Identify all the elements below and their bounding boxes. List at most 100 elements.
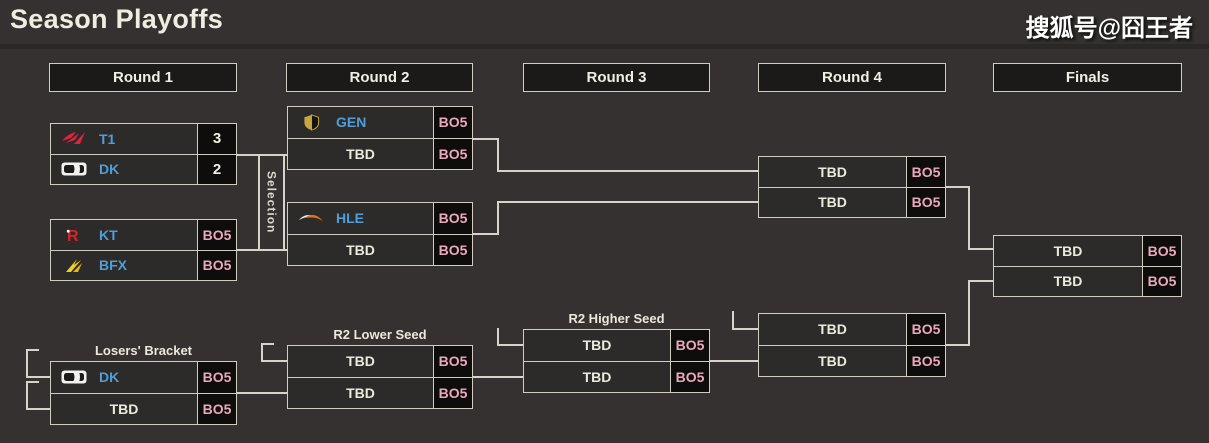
bracket-slot-tbd[interactable]: TBD BO5 [759, 157, 945, 187]
team-name: TBD [346, 353, 375, 370]
match-finals: TBD BO5 TBD BO5 [993, 235, 1182, 297]
score-cell: BO5 [433, 234, 472, 265]
bracket-slot-tbd[interactable]: TBD BO5 [524, 360, 709, 392]
bracket-connector [26, 381, 28, 410]
bracket-connector [732, 328, 758, 330]
r2-lower-seed-label: R2 Lower Seed [333, 327, 427, 342]
match-lb-r3-higher-seed: TBD BO5 TBD BO5 [523, 329, 710, 393]
bracket-connector [26, 349, 39, 351]
bracket-connector [473, 376, 523, 378]
team-name: TBD [582, 337, 612, 354]
bracket-slot-tbd[interactable]: TBD BO5 [994, 265, 1181, 296]
team-name: TBD [109, 400, 139, 417]
bracket-slot-tbd[interactable]: TBD BO5 [288, 346, 472, 377]
bracket-connector [26, 408, 50, 410]
score-cell: BO5 [906, 314, 945, 345]
round-2-header: Round 2 [286, 63, 473, 92]
bracket-connector [968, 248, 993, 250]
r2-higher-seed-label: R2 Higher Seed [568, 311, 665, 326]
bracket-connector [473, 138, 499, 140]
bracket-slot-dk[interactable]: DK BO5 [51, 362, 236, 393]
bracket-connector [968, 186, 970, 250]
selection-label: Selection [264, 171, 279, 234]
bracket-slot-tbd[interactable]: TBD BO5 [51, 392, 236, 424]
bracket-connector [26, 376, 50, 378]
bracket-slot-tbd[interactable]: TBD BO5 [994, 236, 1181, 266]
selection-box: Selection [258, 154, 285, 251]
bracket-connector [237, 392, 287, 394]
watermark-text: 搜狐号@囧王者 [1025, 15, 1193, 42]
score-cell: BO5 [197, 393, 236, 424]
finals-header: Finals [993, 63, 1182, 92]
bracket-connector [261, 360, 287, 362]
score-cell: BO5 [906, 157, 945, 187]
bracket-slot-tbd[interactable]: TBD BO5 [524, 330, 709, 361]
bracket-connector [497, 138, 499, 172]
bracket-connector [497, 170, 758, 172]
bracket-slot-tbd[interactable]: TBD BO5 [288, 376, 472, 408]
team-name: TBD [818, 163, 847, 180]
bracket-slot-hle[interactable]: HLE BO5 [288, 203, 472, 234]
bracket-slot-tbd[interactable]: TBD BO5 [288, 137, 472, 169]
bracket-slot-bfx[interactable]: BFX BO5 [51, 249, 236, 280]
match-lb-r4: TBD BO5 TBD BO5 [758, 313, 946, 377]
gen-logo-icon [296, 114, 326, 131]
round-4-header: Round 4 [758, 63, 946, 92]
kt-logo-icon: R [59, 227, 89, 243]
bracket-connector [968, 280, 993, 282]
bracket-slot-tbd[interactable]: TBD BO5 [288, 233, 472, 265]
score-cell: BO5 [433, 377, 472, 408]
team-name: TBD [346, 145, 375, 162]
bracket-slot-tbd[interactable]: TBD BO5 [759, 314, 945, 345]
team-name: TBD [1053, 273, 1083, 290]
match-ub-r2-2: HLE BO5 TBD BO5 [287, 202, 473, 266]
match-lb-r1: DK BO5 TBD BO5 [50, 361, 237, 425]
dk-logo-icon [59, 370, 89, 384]
team-name: TBD [818, 194, 847, 211]
losers-bracket-label: Losers' Bracket [94, 343, 193, 358]
bracket-connector [710, 360, 758, 362]
score-cell: BO5 [433, 138, 472, 169]
team-name: TBD [818, 352, 847, 369]
team-name: T1 [99, 130, 116, 147]
team-name: TBD [346, 241, 375, 258]
team-name: TBD [582, 368, 612, 385]
page-title: Season Playoffs [10, 4, 224, 34]
score-cell: BO5 [906, 187, 945, 217]
bracket-connector [732, 311, 734, 330]
team-name: TBD [1053, 242, 1083, 259]
bracket-connector [26, 349, 28, 378]
team-name: TBD [818, 321, 847, 338]
score-cell: BO5 [670, 330, 709, 361]
match-ub-r1-1: T1 3 DK 2 [50, 123, 237, 185]
score-cell: BO5 [670, 361, 709, 392]
team-name: GEN [336, 114, 367, 131]
team-name: HLE [336, 210, 364, 227]
bracket-slot-t1[interactable]: T1 3 [51, 124, 236, 154]
match-ub-r1-2: R KT BO5 BFX BO5 [50, 219, 237, 281]
bracket-connector [261, 343, 274, 345]
round-1-header: Round 1 [49, 63, 237, 92]
score-cell: BO5 [1142, 236, 1181, 266]
team-name: DK [99, 369, 120, 386]
score-cell: 2 [197, 154, 236, 184]
bracket-connector [497, 201, 499, 235]
match-lb-r2-lower-seed: TBD BO5 TBD BO5 [287, 345, 473, 409]
bracket-slot-dk[interactable]: DK 2 [51, 153, 236, 184]
score-cell: BO5 [433, 203, 472, 234]
bracket-slot-tbd[interactable]: TBD BO5 [759, 186, 945, 217]
bracket-connector [261, 343, 263, 362]
score-cell: BO5 [906, 345, 945, 376]
score-cell: BO5 [1142, 266, 1181, 296]
team-name: TBD [346, 384, 375, 401]
score-cell: BO5 [197, 362, 236, 393]
score-cell: BO5 [433, 107, 472, 138]
bracket-slot-gen[interactable]: GEN BO5 [288, 107, 472, 138]
bracket-slot-kt[interactable]: R KT BO5 [51, 220, 236, 250]
score-cell: BO5 [197, 250, 236, 280]
score-cell: BO5 [197, 220, 236, 250]
team-name: BFX [99, 257, 127, 274]
bracket-connector [26, 381, 39, 383]
bracket-slot-tbd[interactable]: TBD BO5 [759, 344, 945, 376]
